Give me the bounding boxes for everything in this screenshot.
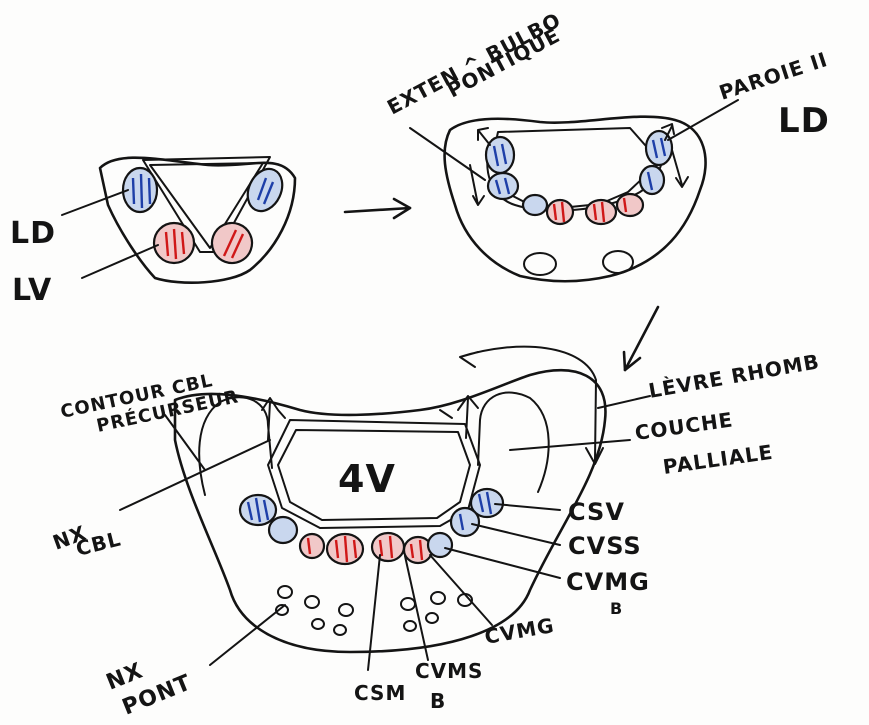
cvms-pointer — [405, 556, 428, 660]
stage2-pontine-nucleus-right — [603, 251, 633, 273]
lv-left-label: LV — [12, 273, 52, 308]
csv-label: CSV — [568, 498, 625, 526]
cvmg-lower-pointer — [430, 555, 492, 625]
extension-label-line1: EXTEN ^ BULBO — [383, 7, 565, 119]
transition-arrow-down — [624, 307, 658, 370]
couche-label-line1: COUCHE — [633, 407, 734, 445]
ld-left-pointer — [62, 190, 128, 215]
stage3-csv-left — [240, 495, 297, 543]
stage3-basal-plates — [300, 533, 452, 564]
levre-rhomb-arrow — [460, 347, 603, 464]
cvmg-right-sub-label: B — [610, 599, 623, 618]
fourth-ventricle-label: 4V — [338, 457, 396, 501]
stage2-pontine-flexure: EXTEN ^ BULBO PONTIQUE PAROIE II LD — [383, 7, 831, 281]
cvss-pointer — [472, 524, 560, 545]
cvms-label-line2: B — [430, 689, 446, 713]
transition-arrow-right — [345, 199, 410, 218]
stage2-alar-plate-left — [486, 137, 518, 199]
ld-left-label: LD — [10, 216, 56, 251]
stage1-alar-plate-right — [241, 163, 289, 216]
stage1-basal-plate-right — [206, 217, 257, 268]
cerebellar-lip-right — [478, 392, 549, 492]
cvmg-lower-label: CVMG — [483, 613, 557, 649]
stage3-rhombencephalon: 4V — [50, 347, 822, 721]
stage1-neural-tube: LD LV — [10, 157, 295, 308]
couche-pointer — [510, 440, 630, 450]
cvss-label: CVSS — [568, 532, 642, 560]
csv-pointer — [495, 504, 560, 510]
lv-left-pointer — [82, 245, 158, 278]
levre-rhomb-label: LÈVRE RHOMB — [647, 349, 822, 403]
csm-label: CSM — [354, 681, 406, 705]
paroi-label-line2: LD — [778, 101, 830, 141]
nx-pont-pointer — [210, 605, 285, 665]
stage2-pontine-nucleus-left — [524, 253, 556, 275]
stage1-basal-plate-left — [154, 223, 194, 263]
cvmg-right-label: CVMG — [566, 568, 650, 596]
couche-label-line2: PALLIALE — [661, 440, 774, 479]
cvms-label-line1: CVMS — [415, 659, 483, 683]
paroi-label-line1: PAROIE II — [716, 47, 831, 105]
